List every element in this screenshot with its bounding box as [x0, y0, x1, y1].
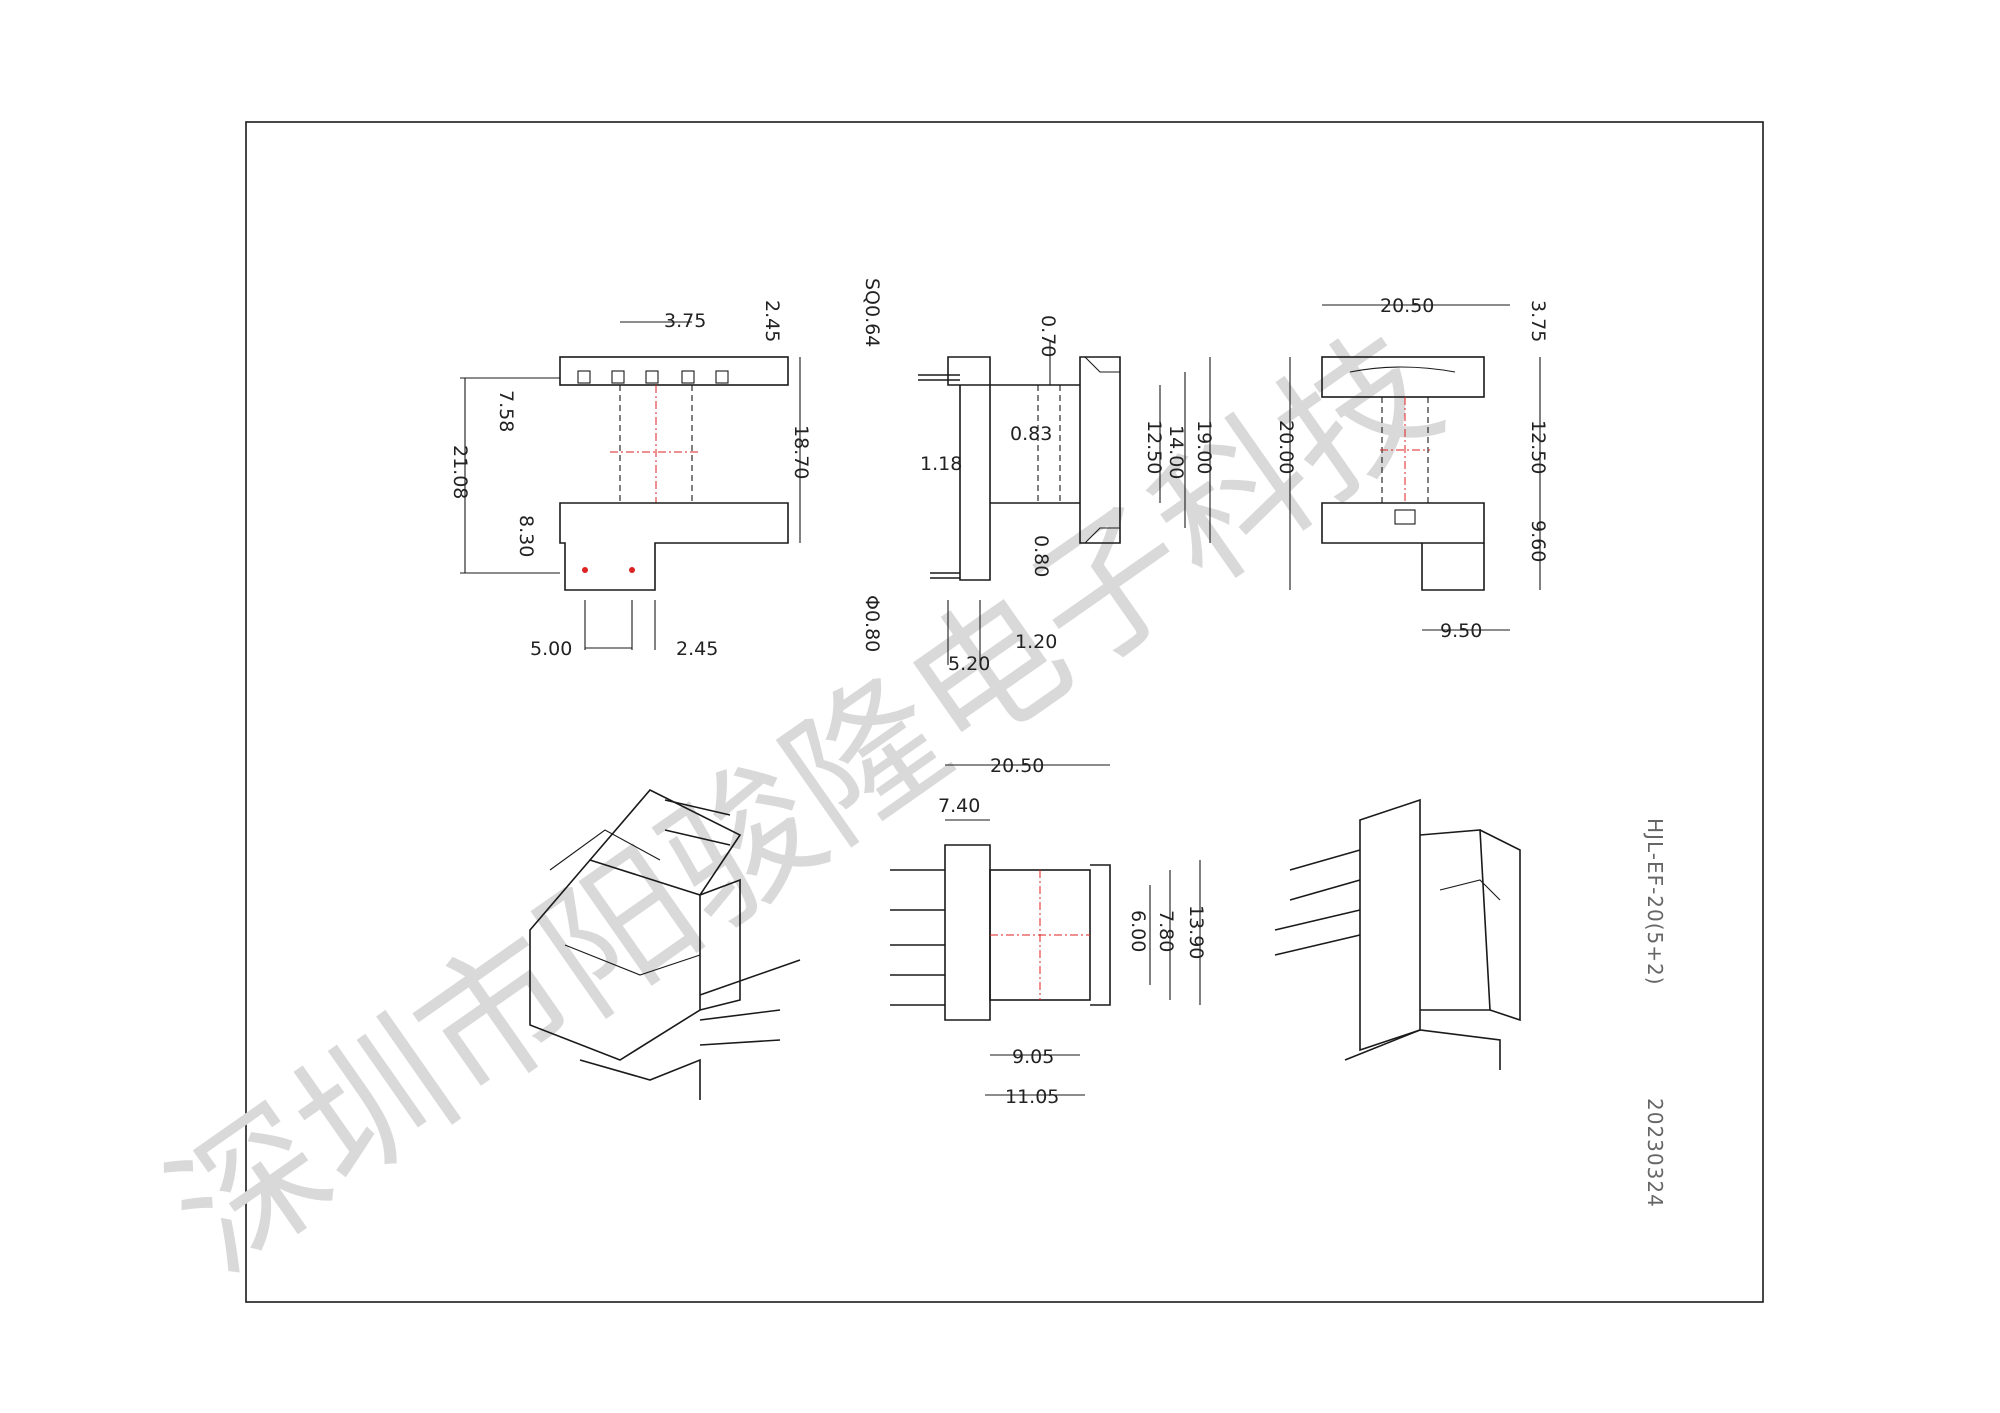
part-label: HJL-EF-20(5+2)	[1643, 818, 1667, 986]
right-dim-1: 20.50	[1380, 295, 1434, 317]
right-dim-3: 20.00	[1275, 420, 1297, 474]
sheet-border	[245, 121, 1764, 1303]
side-dim-7: 1.18	[920, 453, 962, 475]
side-dim-4: 14.00	[1165, 425, 1187, 479]
front-dim-1: 3.75	[664, 310, 706, 332]
side-dim-1: SQ0.64	[861, 278, 883, 347]
front-dim-4: 21.08	[449, 445, 471, 499]
side-dim-5: 12.50	[1143, 420, 1165, 474]
front-dim-6: 8.30	[515, 515, 537, 557]
right-dim-4: 12.50	[1527, 420, 1549, 474]
bottom-dim-7: 11.05	[1005, 1086, 1059, 1108]
date-label: 20230324	[1643, 1098, 1667, 1208]
isometric-view-right	[1274, 798, 1521, 1070]
side-dim-3: 0.83	[1010, 423, 1052, 445]
right-dim-6: 9.50	[1440, 620, 1482, 642]
side-view: SQ0.64 0.70 0.83 14.00 12.50 19.00 1.18 …	[861, 278, 1215, 675]
side-dim-10: 1.20	[1015, 631, 1057, 653]
bottom-dim-1: 20.50	[990, 755, 1044, 777]
right-dim-2: 3.75	[1527, 300, 1549, 342]
bottom-dim-3: 7.80	[1155, 910, 1177, 952]
side-dim-9: Φ0.80	[861, 595, 883, 652]
side-dim-11: 5.20	[948, 653, 990, 675]
isometric-view-left	[529, 789, 801, 1100]
front-dim-5: 18.70	[790, 425, 812, 479]
bottom-dim-4: 6.00	[1127, 910, 1149, 952]
bottom-dim-5: 13.90	[1185, 905, 1207, 959]
front-view: 3.75 2.45 7.58 21.08 18.70 8.30 5.00 2.4…	[449, 300, 812, 660]
right-view: 20.50 3.75 20.00 12.50 9.60 9.50	[1275, 295, 1549, 642]
bottom-view: 20.50 7.40 7.80 6.00 13.90 9.05 11.05	[890, 755, 1207, 1108]
front-dim-2: 2.45	[761, 300, 783, 342]
bottom-dim-2: 7.40	[938, 795, 980, 817]
side-dim-8: 0.80	[1030, 535, 1052, 577]
bottom-dim-6: 9.05	[1012, 1046, 1054, 1068]
front-dim-3: 7.58	[495, 390, 517, 432]
right-dim-5: 9.60	[1527, 520, 1549, 562]
front-dim-7: 5.00	[530, 638, 572, 660]
side-dim-6: 19.00	[1193, 420, 1215, 474]
front-dim-8: 2.45	[676, 638, 718, 660]
side-dim-2: 0.70	[1037, 315, 1059, 357]
